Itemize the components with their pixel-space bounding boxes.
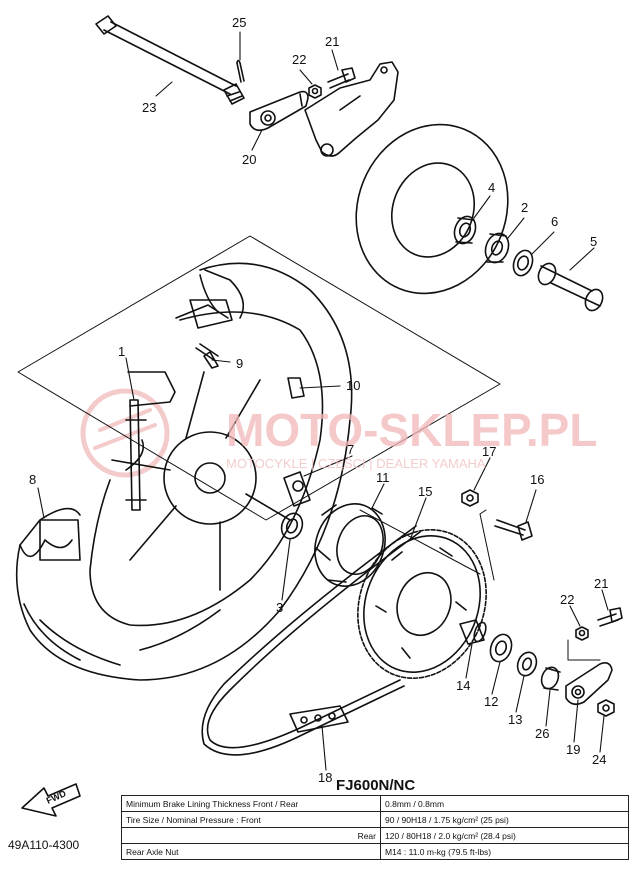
cotter-pin	[236, 59, 245, 83]
watermark-tagline: MOTOCYKLE | CZĘŚCI | DEALER YAMAHA	[226, 456, 486, 471]
spec-value: 90 / 90H18 / 1.75 kg/cm² (25 psi)	[380, 811, 629, 828]
spec-value: M14 : 11.0 m-kg (79.5 ft-lbs)	[380, 843, 629, 860]
spec-row: Tire Size / Nominal Pressure : Front 90 …	[121, 811, 629, 828]
spec-label: Minimum Brake Lining Thickness Front / R…	[121, 795, 381, 812]
bearing-4	[453, 215, 477, 245]
model-label: FJ600N/NC	[336, 777, 415, 794]
rear-axle	[95, 15, 245, 105]
spacer-7	[283, 471, 311, 507]
watermark-logo	[80, 388, 170, 478]
adjuster-nut-right	[575, 626, 589, 641]
chain-puller-right	[565, 662, 613, 706]
oil-seal-13	[516, 651, 538, 677]
leader-lines	[37, 31, 609, 771]
bearing-12	[489, 633, 513, 663]
callout-11: 11	[376, 470, 390, 485]
oil-seal-6	[512, 249, 534, 277]
callout-21-right: 21	[594, 576, 608, 591]
callout-26: 26	[535, 726, 549, 741]
callout-7: 7	[347, 442, 354, 457]
drive-chain	[201, 525, 421, 756]
bearing-3	[280, 512, 304, 540]
callout-22: 22	[292, 52, 306, 67]
callout-3: 3	[276, 600, 283, 615]
wheel-weight	[287, 377, 305, 399]
collar-14	[459, 619, 487, 645]
collar-26	[540, 666, 561, 691]
callout-17: 17	[482, 444, 496, 459]
spec-value: 0.8mm / 0.8mm	[380, 795, 629, 812]
spec-label: Tire Size / Nominal Pressure : Front	[121, 811, 381, 828]
callout-2: 2	[521, 200, 528, 215]
specification-table: Minimum Brake Lining Thickness Front / R…	[121, 795, 629, 860]
callout-18: 18	[318, 770, 332, 785]
collar-5	[537, 262, 604, 312]
callout-20: 20	[242, 152, 256, 167]
callout-22-right: 22	[560, 592, 574, 607]
sprocket-bolt	[494, 519, 533, 541]
adjuster-bolt-top	[327, 67, 356, 89]
callout-19: 19	[566, 742, 580, 757]
caliper-bracket	[304, 61, 399, 157]
spec-label: Rear Axle Nut	[121, 843, 381, 860]
callout-10: 10	[346, 378, 360, 393]
rear-tire	[15, 262, 353, 681]
callout-6: 6	[551, 214, 558, 229]
callout-8: 8	[29, 472, 36, 487]
spec-label: Rear	[121, 827, 381, 844]
spec-value: 120 / 80H18 / 2.0 kg/cm² (28.4 psi)	[380, 827, 629, 844]
spec-row: Rear Axle Nut M14 : 11.0 m-kg (79.5 ft-l…	[121, 843, 629, 860]
callout-labels: 25 23 22 21 20 4 2 6 5 1 9 10 7 11 15 17…	[29, 15, 608, 785]
callout-9: 9	[236, 356, 243, 371]
callout-15: 15	[418, 484, 432, 499]
diagram-code: 49A110-4300	[8, 838, 80, 852]
axle-nut	[597, 699, 615, 717]
callout-25: 25	[232, 15, 246, 30]
adjuster-nut-top	[308, 84, 322, 99]
callout-21: 21	[325, 34, 339, 49]
callout-23: 23	[142, 100, 156, 115]
callout-4: 4	[488, 180, 495, 195]
callout-5: 5	[590, 234, 597, 249]
fwd-arrow-icon	[21, 783, 81, 817]
air-valve	[195, 343, 219, 369]
spec-row: Rear 120 / 80H18 / 2.0 kg/cm² (28.4 psi)	[121, 827, 629, 844]
callout-12: 12	[484, 694, 498, 709]
callout-24: 24	[592, 752, 606, 767]
spec-row: Minimum Brake Lining Thickness Front / R…	[121, 795, 629, 812]
sprocket-nut	[461, 489, 479, 507]
callout-16: 16	[530, 472, 544, 487]
chain-puller-left	[249, 90, 309, 132]
callout-13: 13	[508, 712, 522, 727]
watermark-brand: MOTO-SKLEP.PL	[226, 404, 597, 456]
balance-weight	[125, 371, 176, 511]
rear-sprocket	[357, 529, 487, 679]
callout-14: 14	[456, 678, 470, 693]
callout-1: 1	[118, 344, 125, 359]
adjuster-bolt-right	[597, 607, 623, 627]
bearing-2	[484, 232, 510, 264]
rear-rim	[89, 299, 324, 627]
